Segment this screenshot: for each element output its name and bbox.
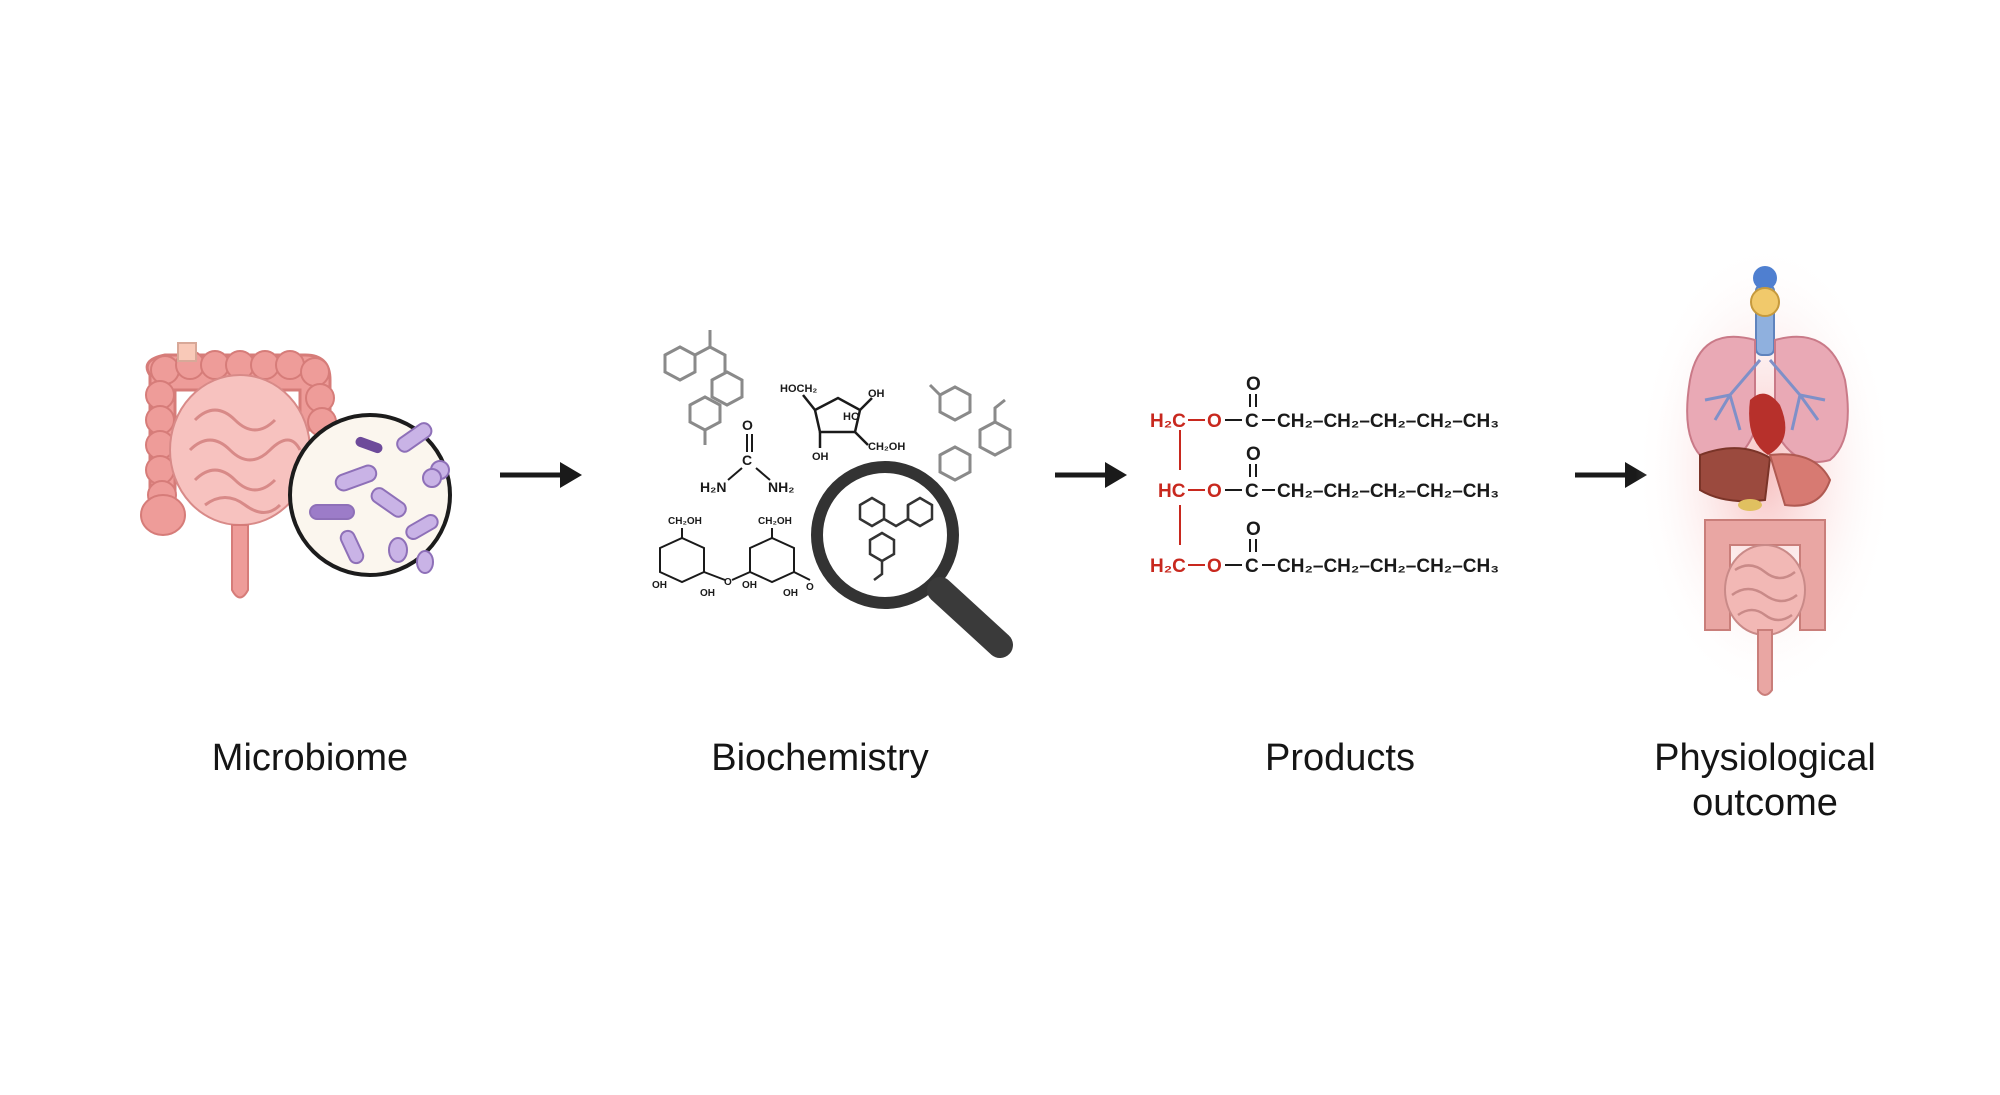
carbonyl-carbon-1: C: [1245, 411, 1259, 432]
stage-label-biochemistry: Biochemistry: [711, 737, 929, 779]
ester-oxygen-1: O: [1207, 411, 1222, 432]
arrow-2-head: [1105, 462, 1127, 488]
urea-n2: NH₂: [768, 479, 794, 495]
disaccharide-rings: [659, 528, 811, 584]
stage-label-products: Products: [1265, 737, 1415, 779]
ester-row-2: HC O C O CH₂–CH₂–CH₂–CH₂–CH₃: [1158, 444, 1499, 502]
glycerol-carbon-2: HC: [1158, 481, 1186, 502]
furanose-e: CH₂OH: [868, 441, 905, 453]
magnifier-handle: [927, 577, 1013, 658]
ester-oxygen-3: O: [1207, 556, 1222, 577]
carbonyl-oxygen-1: O: [1246, 374, 1261, 395]
disaccharide-oh-2: OH: [700, 588, 715, 599]
triglyceride-structure-icon: H₂C O C O CH₂–CH₂–CH₂–CH₂–CH₃ HC O C O C…: [1150, 374, 1499, 577]
human-organs-icon: [1635, 240, 1895, 700]
carbonyl-carbon-2: C: [1245, 481, 1259, 502]
disaccharide-oh-1: OH: [652, 580, 667, 591]
fatty-acid-chain-1: CH₂–CH₂–CH₂–CH₂–CH₃: [1277, 411, 1499, 432]
glycerol-carbon-3: H₂C: [1150, 556, 1186, 577]
ester-row-3: H₂C O C O CH₂–CH₂–CH₂–CH₂–CH₃: [1150, 519, 1499, 577]
fatty-acid-chain-2: CH₂–CH₂–CH₂–CH₂–CH₃: [1277, 481, 1499, 502]
intestine-bacteria-icon: [140, 342, 452, 599]
stage-label-microbiome: Microbiome: [211, 737, 409, 779]
urea-o: O: [742, 417, 753, 433]
magnified-molecule: [858, 496, 934, 581]
disaccharide-ch2oh-2: CH₂OH: [758, 516, 792, 527]
carbonyl-oxygen-2: O: [1246, 444, 1261, 465]
disaccharide-oh-3: OH: [742, 580, 757, 591]
disaccharide-ch2oh-1: CH₂OH: [668, 516, 702, 527]
ester-oxygen-2: O: [1207, 481, 1222, 502]
furanose-ring: [802, 394, 873, 448]
ester-row-1: H₂C O C O CH₂–CH₂–CH₂–CH₂–CH₃: [1150, 374, 1499, 432]
carbonyl-carbon-3: C: [1245, 556, 1259, 577]
arrow-1-head: [560, 462, 582, 488]
disaccharide-o-1: O: [724, 577, 732, 588]
disaccharide-o-2: O: [806, 582, 814, 593]
urea-n1: H₂N: [700, 479, 726, 495]
stage-label-physiological-outcome: Physiological outcome: [1654, 737, 1876, 824]
disaccharide-oh-4: OH: [783, 588, 798, 599]
carbonyl-oxygen-3: O: [1246, 519, 1261, 540]
furanose-b: OH: [868, 388, 885, 400]
furanose-a: HOCH₂: [780, 383, 817, 395]
furanose-d: OH: [812, 451, 829, 463]
magnifier-molecules-icon: O C H₂N NH₂ HOCH₂ OH HO OH CH₂OH: [652, 330, 1013, 658]
urea-bonds: [727, 434, 771, 481]
urea-c: C: [742, 452, 752, 468]
furanose-c: HO: [843, 411, 860, 423]
glycerol-carbon-1: H₂C: [1150, 411, 1186, 432]
fatty-acid-chain-3: CH₂–CH₂–CH₂–CH₂–CH₃: [1277, 556, 1499, 577]
